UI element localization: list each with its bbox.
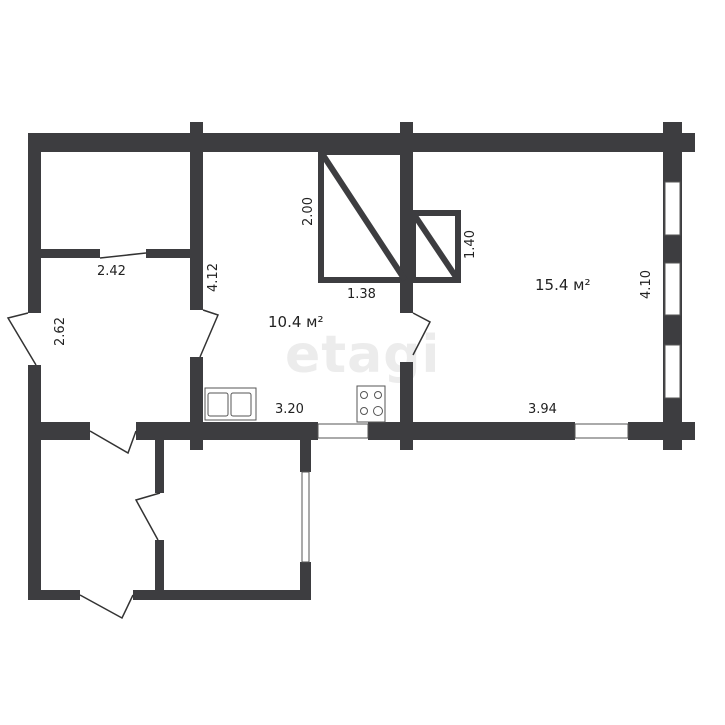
fixtures xyxy=(204,385,386,423)
room-area-kitchen: 10.4 м² xyxy=(268,313,324,331)
dimension-label: 4.10 xyxy=(638,270,654,299)
dimension-label: 3.94 xyxy=(528,402,557,417)
dimension-label: 2.00 xyxy=(300,197,316,226)
closets xyxy=(318,149,461,283)
dimension-label: 2.62 xyxy=(52,317,68,346)
dimension-label: 3.20 xyxy=(275,402,304,417)
dimension-label: 4.12 xyxy=(205,263,221,292)
doors xyxy=(6,252,432,620)
dimension-label: 2.42 xyxy=(97,264,126,279)
dimension-label: 1.40 xyxy=(462,230,478,259)
walls xyxy=(28,122,695,600)
dimension-label: 1.38 xyxy=(347,287,376,302)
room-area-living: 15.4 м² xyxy=(535,276,591,294)
windows xyxy=(301,181,681,563)
